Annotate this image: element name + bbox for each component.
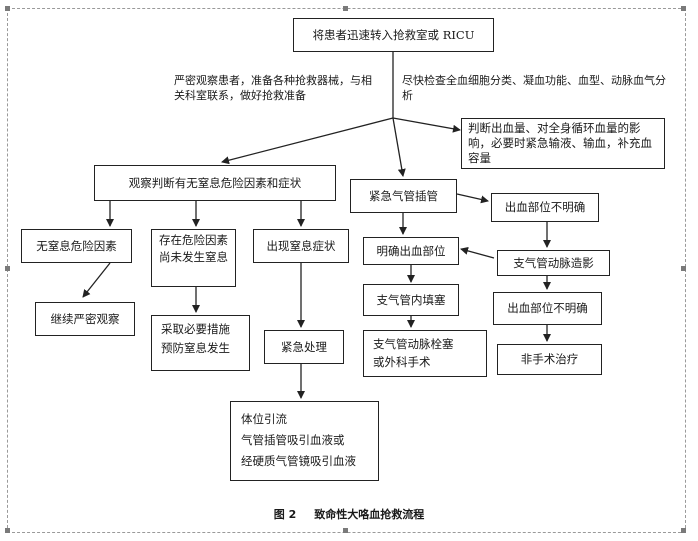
- identify-site-node: 明确出血部位: [363, 237, 459, 265]
- asphyxia-node: 出现窒息症状: [253, 229, 349, 263]
- arrow-to-observe: [221, 117, 394, 165]
- risk-no-asphyxia-node: 存在危险因素尚未发生窒息: [151, 229, 236, 287]
- figure-title: 致命性大咯血抢救流程: [314, 508, 425, 521]
- arrow-to-identify-2: [460, 246, 495, 259]
- observe-node: 观察判断有无窒息危险因素和症状: [94, 165, 336, 201]
- left-actions-label: 严密观察患者，准备各种抢救器械，与相关科室联系，做好抢救准备: [174, 74, 372, 102]
- angiography-node: 支气管动脉造影: [497, 250, 610, 276]
- figure-number: 图 2: [273, 508, 297, 521]
- assess-bleeding-node: 判断出血量、对全身循环血量的影响，必要时紧急输液、输血，补充血容量: [461, 118, 665, 169]
- emergency-node: 紧急处理: [264, 330, 344, 364]
- site-unclear-node-2: 出血部位不明确: [493, 292, 602, 325]
- right-actions-label: 尽快检查全血细胞分类、凝血功能、血型、动脉血气分析: [402, 74, 666, 102]
- treatment-node: 体位引流 气管插管吸引血液或 经硬质气管镜吸引血液: [230, 401, 379, 481]
- resize-handle[interactable]: [5, 528, 10, 533]
- resize-handle[interactable]: [5, 6, 10, 11]
- resize-handle[interactable]: [681, 6, 686, 11]
- embolization-node: 支气管动脉栓塞 或外科手术: [363, 330, 487, 377]
- resize-handle[interactable]: [5, 266, 10, 271]
- figure-caption: 图 2 致命性大咯血抢救流程: [0, 506, 698, 522]
- prevent-node: 采取必要措施预防窒息发生: [151, 315, 250, 371]
- endobronchial-node: 支气管内填塞: [363, 284, 459, 316]
- arrow-to-continue: [82, 262, 111, 298]
- nonsurgical-node: 非手术治疗: [497, 344, 602, 375]
- resize-handle[interactable]: [343, 6, 348, 11]
- resize-handle[interactable]: [343, 528, 348, 533]
- resize-handle[interactable]: [681, 528, 686, 533]
- arrow-to-assess: [392, 117, 461, 133]
- arrow-to-unclear-1: [456, 193, 489, 204]
- arrow-to-intubation: [392, 117, 406, 177]
- site-unclear-node-1: 出血部位不明确: [491, 193, 599, 222]
- resize-handle[interactable]: [681, 266, 686, 271]
- start-node: 将患者迅速转入抢救室或 RICU: [293, 18, 494, 52]
- continue-observe-node: 继续严密观察: [35, 302, 135, 336]
- no-risk-node: 无窒息危险因素: [21, 229, 132, 263]
- intubation-node: 紧急气管插管: [350, 179, 457, 213]
